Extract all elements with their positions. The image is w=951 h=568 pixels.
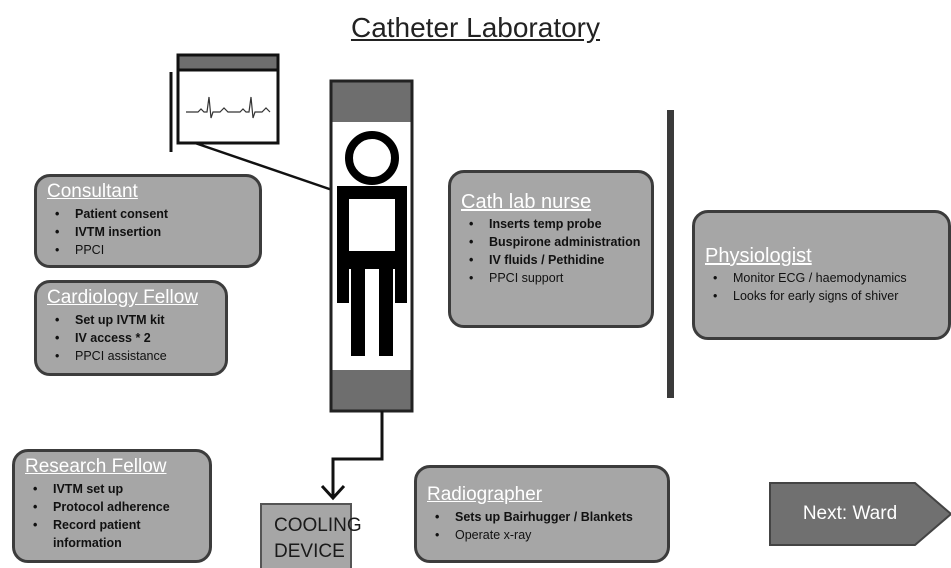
list-item: Protocol adherence xyxy=(33,498,199,516)
patient-figure xyxy=(337,131,407,356)
box-title: Cardiology Fellow xyxy=(47,287,199,308)
box-title: Research Fellow xyxy=(25,456,167,477)
room-divider xyxy=(667,110,674,398)
list-item: PPCI xyxy=(55,241,249,259)
physiologist-box: Physiologist Monitor ECG / haemodynamics… xyxy=(692,210,951,340)
list-item: Inserts temp probe xyxy=(469,215,641,233)
list-item: PPCI support xyxy=(469,269,641,287)
research-fellow-box: Research Fellow IVTM set up Protocol adh… xyxy=(12,449,212,563)
item-list: Sets up Bairhugger / Blankets Operate x-… xyxy=(427,508,657,544)
list-item: Buspirone administration xyxy=(469,233,641,251)
cooling-device-box: COOLING DEVICE xyxy=(260,503,362,568)
cath-lab-nurse-box: Cath lab nurse Inserts temp probe Buspir… xyxy=(448,170,654,328)
item-list: Monitor ECG / haemodynamics Looks for ea… xyxy=(705,269,938,305)
list-item: Looks for early signs of shiver xyxy=(713,287,938,305)
monitor-cable xyxy=(194,141,342,195)
list-item: Monitor ECG / haemodynamics xyxy=(713,269,938,287)
list-item: IVTM insertion xyxy=(55,223,249,241)
list-item: IV fluids / Pethidine xyxy=(469,251,641,269)
item-list: Inserts temp probe Buspirone administrat… xyxy=(461,215,641,287)
list-item: Patient consent xyxy=(55,205,249,223)
list-item: IV access * 2 xyxy=(55,329,215,347)
ecg-monitor xyxy=(169,53,280,152)
item-list: Patient consent IVTM insertion PPCI xyxy=(47,205,249,259)
box-title: Physiologist xyxy=(705,245,812,267)
next-arrow-shape xyxy=(769,482,951,546)
list-item: Record patient information xyxy=(33,516,199,552)
page-title: Catheter Laboratory xyxy=(350,12,601,43)
radiographer-box: Radiographer Sets up Bairhugger / Blanke… xyxy=(414,465,670,563)
list-item: Sets up Bairhugger / Blankets xyxy=(435,508,657,526)
item-list: Set up IVTM kit IV access * 2 PPCI assis… xyxy=(47,311,215,365)
consultant-box: Consultant Patient consent IVTM insertio… xyxy=(34,174,262,268)
box-title: Radiographer xyxy=(427,484,543,505)
list-item: Operate x-ray xyxy=(435,526,657,544)
list-item: IVTM set up xyxy=(33,480,199,498)
cooling-device-line: COOLING xyxy=(274,515,362,536)
cardiology-fellow-box: Cardiology Fellow Set up IVTM kit IV acc… xyxy=(34,280,228,376)
list-item: Set up IVTM kit xyxy=(55,311,215,329)
next-ward-button[interactable]: Next: Ward xyxy=(802,503,898,524)
box-title: Consultant xyxy=(47,181,138,202)
cooling-connector-arrow xyxy=(320,411,384,501)
list-item: PPCI assistance xyxy=(55,347,215,365)
box-title: Cath lab nurse xyxy=(461,191,592,213)
ecg-trace-icon xyxy=(186,96,271,119)
cooling-device-line: DEVICE xyxy=(274,541,345,562)
item-list: IVTM set up Protocol adherence Record pa… xyxy=(25,480,199,552)
